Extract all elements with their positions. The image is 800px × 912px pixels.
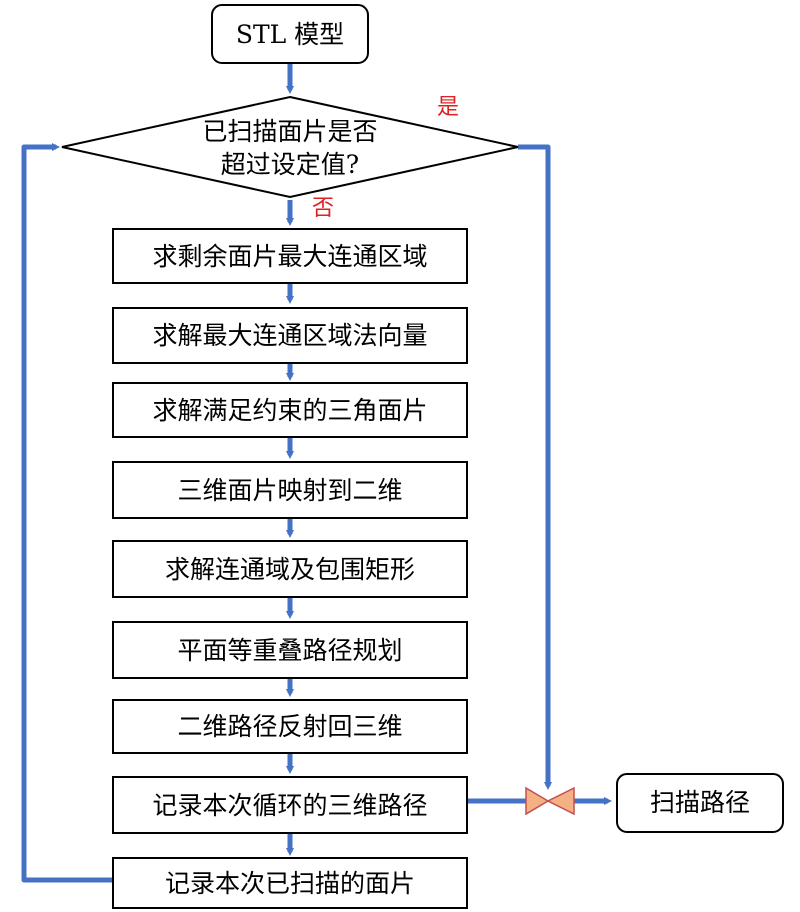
step-9: 记录本次已扫描的面片	[112, 857, 468, 909]
step-1: 求剩余面片最大连通区域	[112, 228, 468, 284]
connectors	[21, 64, 612, 883]
step-5: 求解连通域及包围矩形	[112, 540, 468, 598]
start-label: STL 模型	[236, 20, 344, 49]
step-6-label: 平面等重叠路径规划	[177, 636, 402, 665]
decision-node: 已扫描面片是否 超过设定值?	[61, 95, 519, 199]
step-8-label: 记录本次循环的三维路径	[152, 791, 427, 820]
step-3: 求解满足约束的三角面片	[112, 382, 468, 438]
step-6: 平面等重叠路径规划	[112, 621, 468, 679]
step-4: 三维面片映射到二维	[112, 461, 468, 519]
end-node: 扫描路径	[616, 773, 784, 833]
step-9-label: 记录本次已扫描的面片	[165, 869, 415, 898]
step-1-label: 求剩余面片最大连通区域	[152, 242, 427, 271]
step-5-label: 求解连通域及包围矩形	[165, 555, 415, 584]
merge-symbol	[525, 786, 575, 816]
step-3-label: 求解满足约束的三角面片	[152, 396, 427, 425]
no-label: 否	[312, 196, 334, 221]
connector-loop-back	[21, 143, 112, 883]
start-node: STL 模型	[211, 4, 369, 64]
step-4-label: 三维面片映射到二维	[177, 476, 402, 505]
step-7: 二维路径反射回三维	[112, 699, 468, 754]
step-8: 记录本次循环的三维路径	[112, 776, 468, 834]
step-2-label: 求解最大连通区域法向量	[152, 321, 427, 350]
step-2: 求解最大连通区域法向量	[112, 307, 468, 364]
connector-yes-branch	[518, 144, 552, 790]
decision-line-1: 已扫描面片是否	[202, 117, 377, 146]
end-label: 扫描路径	[650, 788, 750, 817]
yes-label: 是	[437, 95, 459, 120]
step-7-label: 二维路径反射回三维	[177, 712, 402, 741]
decision-line-2: 超过设定值?	[221, 150, 359, 179]
